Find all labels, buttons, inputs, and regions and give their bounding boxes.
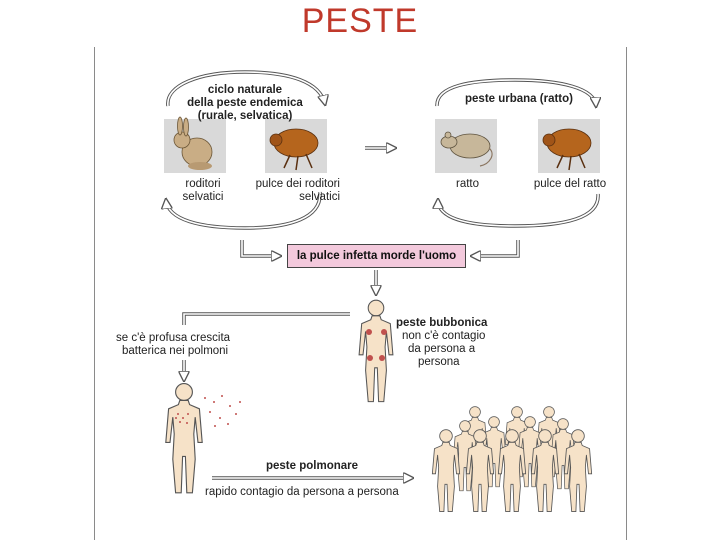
- human-figure-icon: [165, 383, 241, 494]
- wild-rodent-icon: [173, 116, 213, 170]
- rat-icon: [440, 131, 493, 167]
- urban-heading: peste urbana (ratto): [465, 93, 573, 105]
- pneumonic-heading: peste polmonare: [265, 460, 359, 472]
- wild-flea-label: pulce dei roditori selvatici: [255, 178, 340, 203]
- slide-title: PESTE: [301, 2, 419, 40]
- wild-rodent-label: roditori selvatici: [182, 178, 224, 203]
- flea-icon: [269, 128, 319, 171]
- bubonic-text: peste bubbonica non c'è contagio da pers…: [396, 317, 516, 369]
- lung-condition-text: se c'è profusa crescita batterica nei po…: [116, 332, 231, 357]
- pneumonic-text: rapido contagio da persona a persona: [205, 486, 399, 498]
- bubonic-to-lung-arrow: [182, 312, 350, 325]
- right-to-bite-arrow: [472, 240, 520, 258]
- flea-icon: [542, 128, 592, 171]
- sylvatic-heading: ciclo naturale della peste endemica (rur…: [187, 84, 303, 122]
- rat-flea-label: pulce del ratto: [533, 178, 607, 190]
- crowd-group: [431, 406, 593, 513]
- left-to-bite-arrow: [240, 240, 280, 258]
- human-figure-icon: [358, 299, 394, 403]
- bubonic-heading: peste bubbonica: [396, 317, 488, 329]
- rat-label: ratto: [455, 178, 479, 190]
- flea-bites-human-box: la pulce infetta morde l'uomo: [287, 244, 466, 268]
